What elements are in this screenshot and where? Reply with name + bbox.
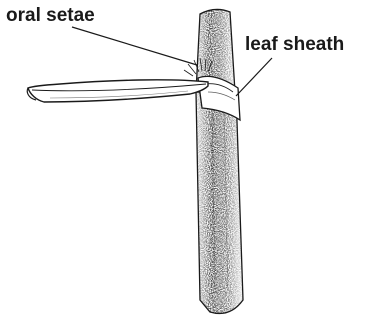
- oral-setae-label: oral setae: [6, 6, 95, 25]
- leaf-sheath-leader: [236, 58, 272, 96]
- stem: [196, 92, 243, 314]
- oral-setae-leader: [72, 27, 197, 65]
- leaf-blade: [27, 80, 208, 102]
- leaf-sheath-label: leaf sheath: [245, 35, 344, 54]
